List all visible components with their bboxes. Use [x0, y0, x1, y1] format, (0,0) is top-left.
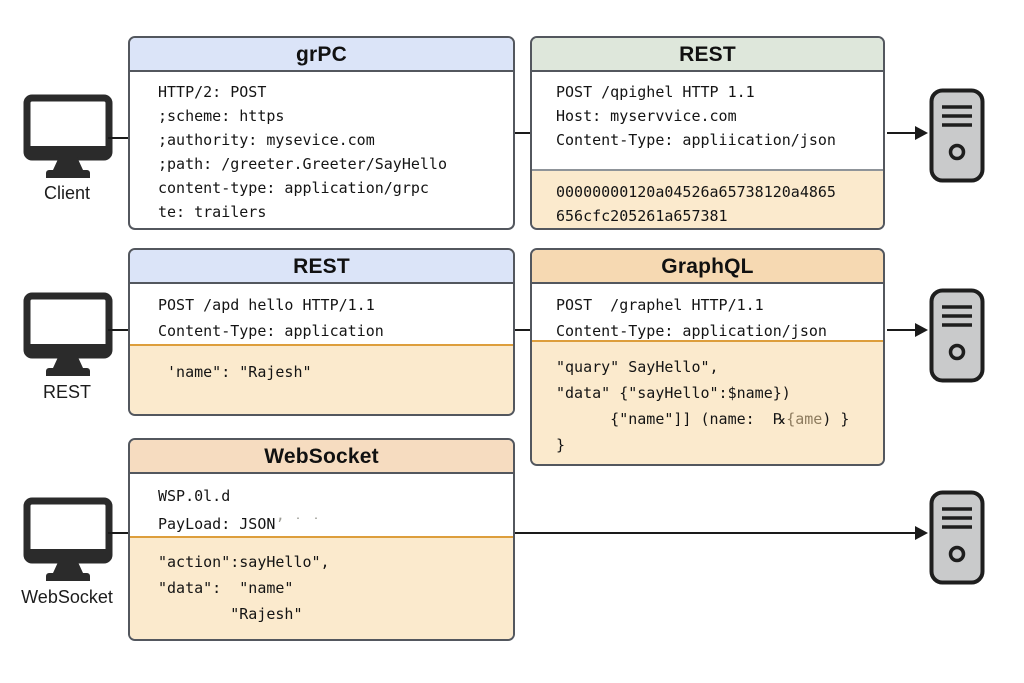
code-line: "action":sayHello",: [158, 553, 330, 571]
code-fragment-gray: {ame: [786, 410, 823, 428]
code-line: Content-Type: appliication/json: [556, 131, 836, 149]
arrow-line-websocket-to-server: [515, 532, 917, 534]
card-graphql-payload: "quary" SayHello", "data" {"sayHello":$n…: [532, 340, 883, 464]
code-line: POST /apd hello HTTP/1.1: [158, 296, 375, 314]
arrowhead-icon: [915, 126, 928, 140]
code-line: Content-Type: application/json: [556, 322, 827, 340]
card-grpc-title: grPC: [130, 38, 513, 72]
card-rest-top-body: POST /qpighel HTTP 1.1 Host: myservvice.…: [532, 72, 883, 152]
arrowhead-icon: [915, 323, 928, 337]
code-line: "data": "name": [158, 579, 294, 597]
connector-websocket-client-to-card: [108, 532, 128, 534]
code-line: PayLoad: JSONʼ ˙ ˙: [158, 510, 513, 538]
card-rest-mid: REST POST /apd hello HTTP/1.1 Content-Ty…: [128, 248, 515, 416]
client-label: WebSocket: [21, 587, 113, 607]
code-fragment-faint: ʼ ˙ ˙: [275, 515, 321, 533]
code-line: WSP.0l.d: [158, 487, 231, 505]
code-line: Host: myservvice.com: [556, 107, 737, 125]
server-icon: [929, 490, 985, 585]
card-grpc-body: HTTP/2: POST ;scheme: https ;authority: …: [130, 72, 513, 224]
code-line: 00000000120a04526a65738120a4865: [556, 183, 836, 201]
connector-client-to-grpc: [108, 137, 128, 139]
arrow-line-rest-to-server: [887, 132, 917, 134]
client-monitor-icon: [22, 497, 114, 583]
card-rest-top-title: REST: [532, 38, 883, 72]
card-graphql-title: GraphQL: [532, 250, 883, 284]
code-line: POST /qpighel HTTP 1.1: [556, 83, 755, 101]
card-rest-mid-body: POST /apd hello HTTP/1.1 Content-Type: a…: [130, 284, 513, 344]
card-rest-mid-title: REST: [130, 250, 513, 284]
card-websocket: WebSocket WSP.0l.d PayLoad: JSONʼ ˙ ˙ "a…: [128, 438, 515, 641]
connector-rest-to-graphql: [515, 329, 530, 331]
code-line: {"name"]] (name: ℞{ame) }: [556, 406, 883, 432]
code-line: HTTP/2: POST: [158, 83, 267, 101]
arrowhead-icon: [915, 526, 928, 540]
code-fragment: {"name"]] (name: ℞: [556, 410, 787, 428]
code-line: ;scheme: https: [158, 107, 285, 125]
card-rest-top-payload: 00000000120a04526a65738120a4865 656cfc20…: [532, 169, 883, 228]
card-rest-top: REST POST /qpighel HTTP 1.1 Host: myserv…: [530, 36, 885, 230]
code-line: "Rajesh": [158, 605, 303, 623]
code-line: content-type: application/grpc: [158, 179, 429, 197]
code-line: te: trailers: [158, 203, 267, 221]
code-line: 'name": "Rajesh": [158, 363, 312, 381]
server-icon: [929, 288, 985, 383]
card-rest-mid-payload: 'name": "Rajesh": [130, 344, 513, 414]
code-line: "quary" SayHello",: [556, 358, 719, 376]
code-fragment: ) }: [822, 410, 850, 428]
card-grpc: grPC HTTP/2: POST ;scheme: https ;author…: [128, 36, 515, 230]
card-graphql-body: POST /graphel HTTP/1.1 Content-Type: app…: [532, 284, 883, 344]
code-fragment: PayLoad: JSON: [158, 515, 276, 533]
card-websocket-body: WSP.0l.d PayLoad: JSONʼ ˙ ˙: [130, 474, 513, 538]
code-line: 656cfc205261a657381: [556, 207, 728, 225]
card-websocket-payload: "action":sayHello", "data": "name" "Raje…: [130, 536, 513, 639]
code-line: "data" {"sayHello":$name}): [556, 384, 791, 402]
card-graphql: GraphQL POST /graphel HTTP/1.1 Content-T…: [530, 248, 885, 466]
code-line: ;authority: mysevice.com: [158, 131, 375, 149]
code-line: }: [556, 436, 566, 454]
server-icon: [929, 88, 985, 183]
code-line: Content-Type: application: [158, 322, 384, 340]
arrow-line-graphql-to-server: [887, 329, 917, 331]
client-label: REST: [42, 382, 91, 402]
connector-rest-client-to-card: [108, 329, 128, 331]
connector-grpc-to-rest: [515, 132, 530, 134]
client-monitor-icon: [22, 94, 114, 180]
code-line: ;path: /greeter.Greeter/SayHello: [158, 155, 447, 173]
client-monitor-icon: [22, 292, 114, 378]
code-line: POST /graphel HTTP/1.1: [556, 296, 764, 314]
card-websocket-title: WebSocket: [130, 440, 513, 474]
client-label: Client: [43, 183, 91, 203]
